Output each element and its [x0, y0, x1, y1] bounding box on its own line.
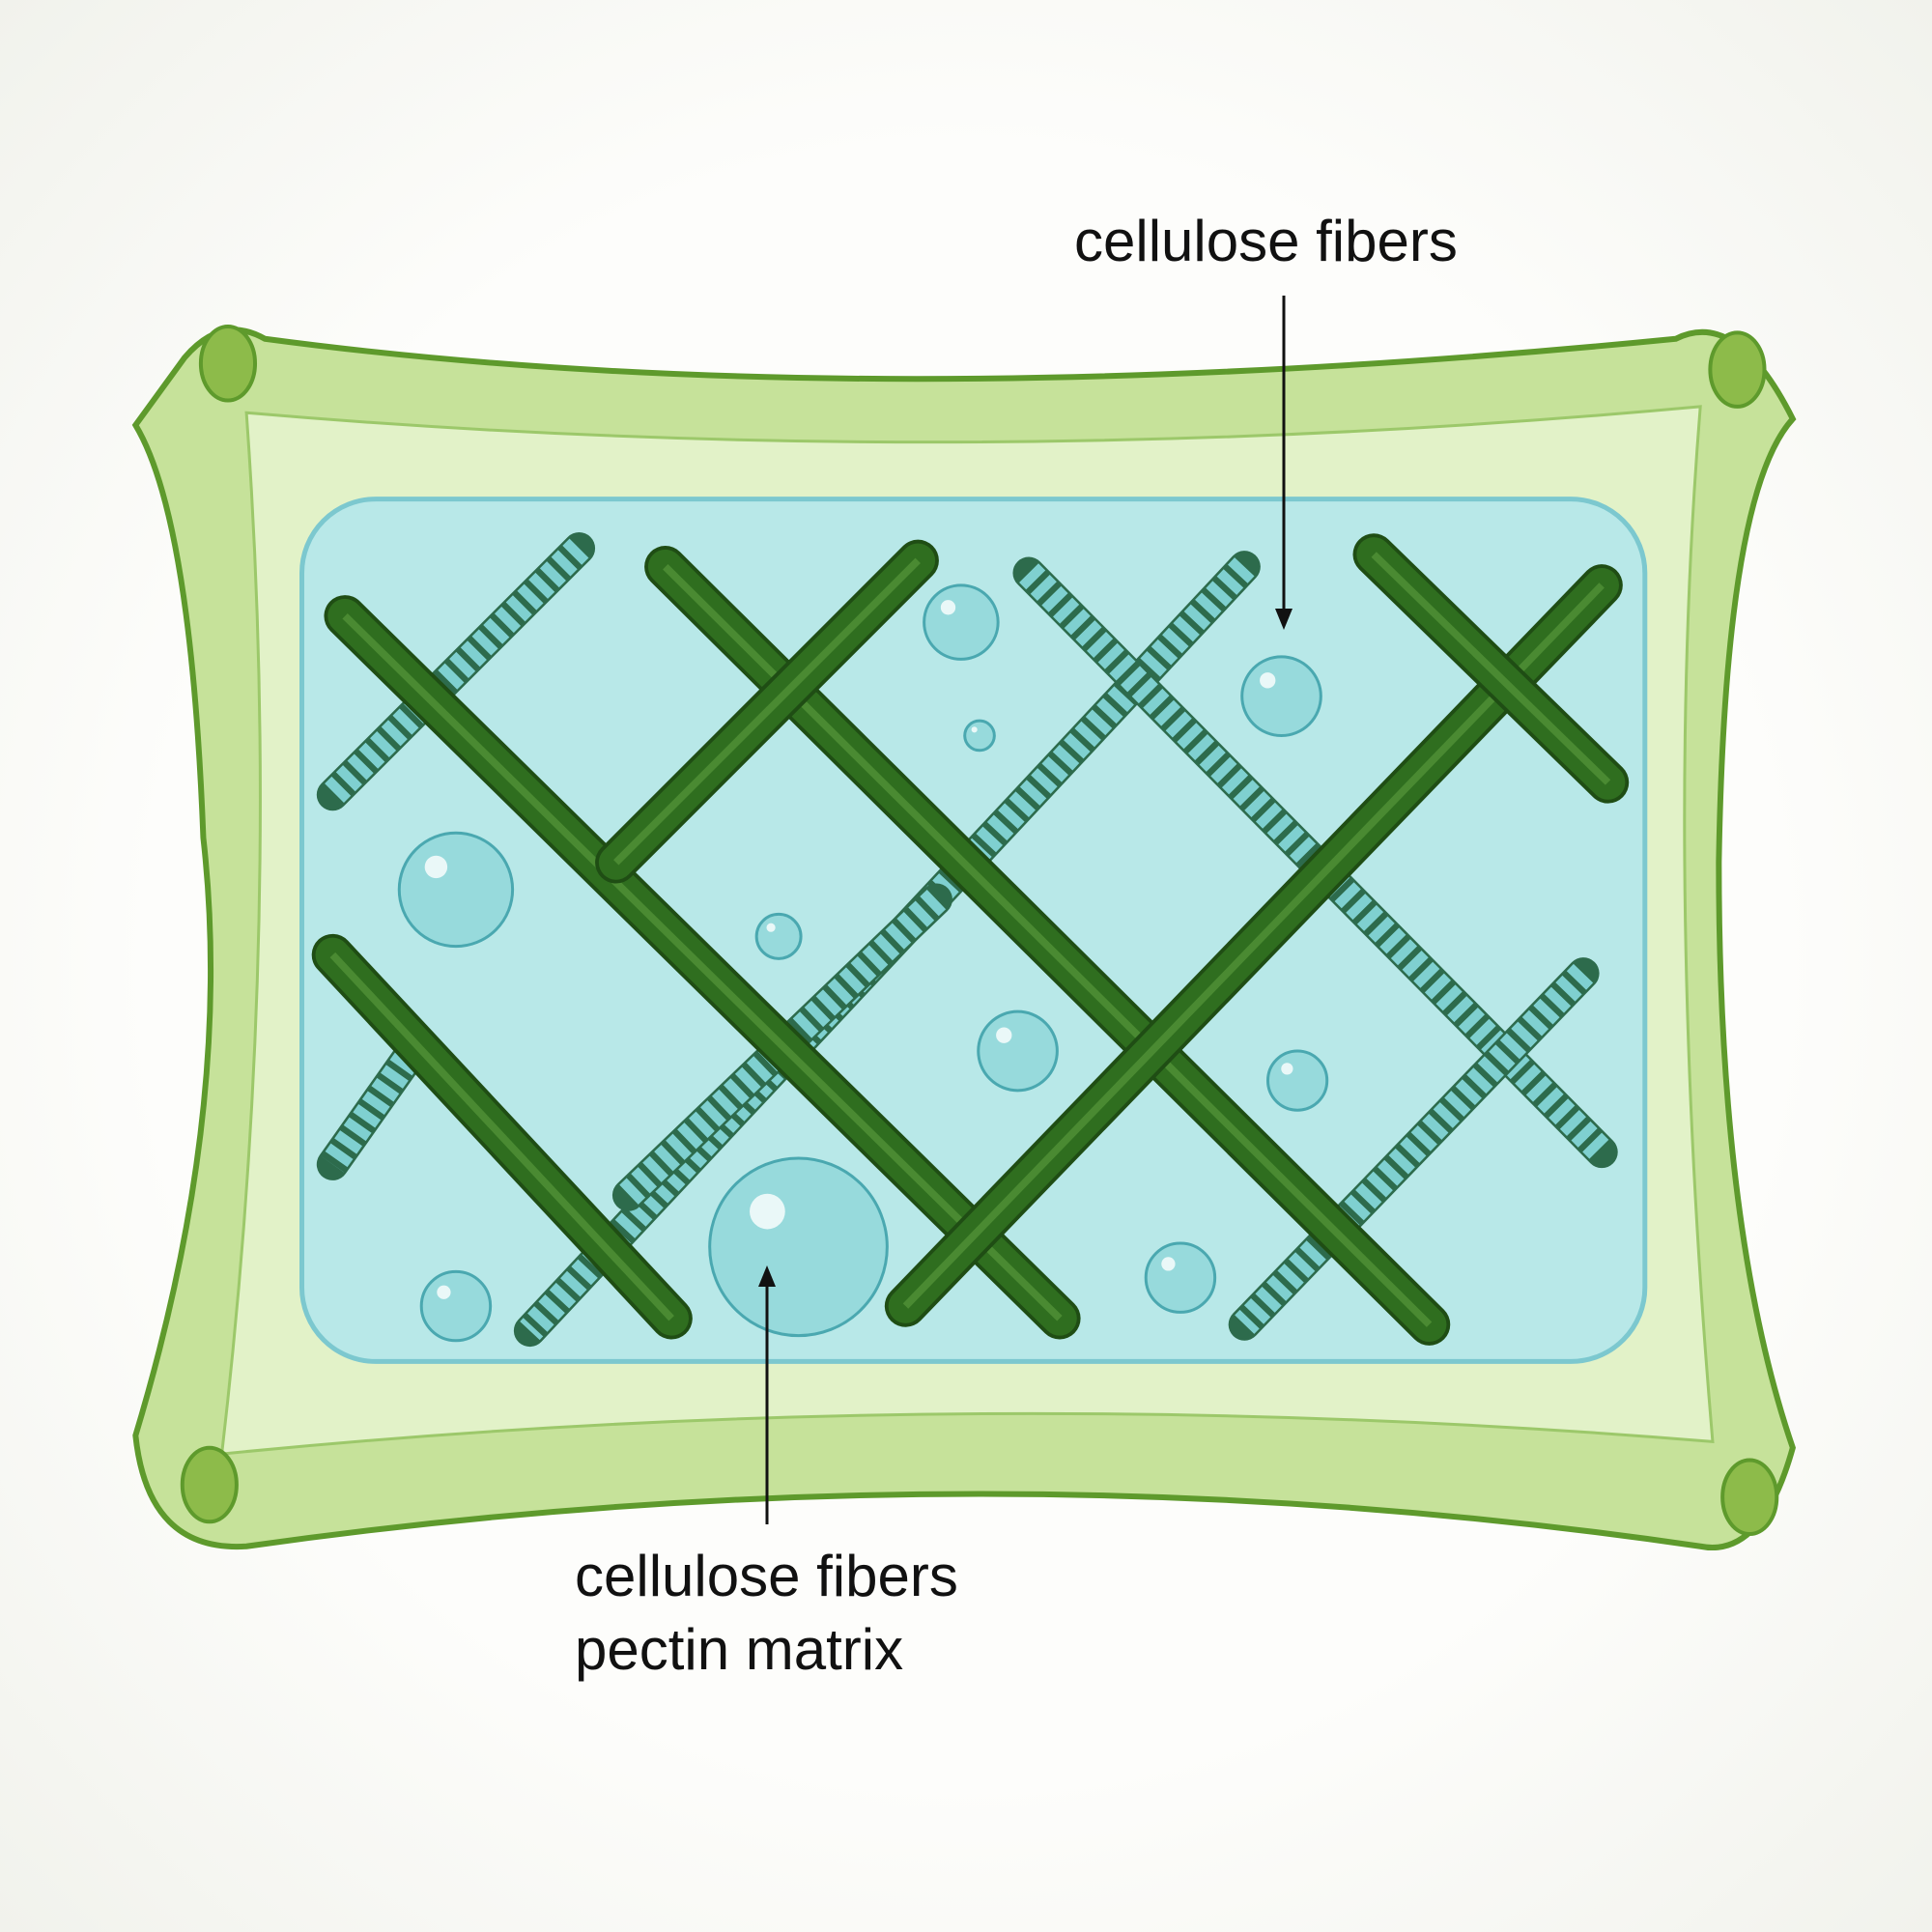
bubble: [419, 1269, 493, 1343]
bubble: [1265, 1049, 1329, 1112]
cellulose-fiber-highlight: [902, 582, 1605, 1309]
cellulose-fiber-highlight: [1371, 552, 1611, 785]
bubble: [1144, 1241, 1217, 1314]
bubble-highlight: [996, 1027, 1012, 1043]
bubble: [708, 1156, 889, 1338]
cellulose-fibers: [311, 533, 1630, 1346]
bubble: [963, 719, 996, 753]
bubble-highlight: [971, 726, 978, 733]
label-bottom-cellulose-fibers: cellulose fibers: [575, 1544, 958, 1608]
pectin-coil: [321, 1051, 418, 1173]
cellulose-fiber-highlight: [329, 952, 674, 1321]
label-pectin-matrix: pectin matrix: [575, 1617, 904, 1682]
bubble: [977, 1009, 1059, 1093]
arrow-top-head: [1275, 609, 1293, 630]
bubble-highlight: [1281, 1063, 1293, 1075]
wall-pore: [1720, 1458, 1779, 1536]
cellulose-fiber-highlight: [342, 613, 1063, 1321]
wall-pore: [198, 325, 258, 403]
bubbles: [397, 583, 1329, 1343]
bubble-highlight: [750, 1193, 785, 1230]
pectin-coil: [520, 557, 1255, 1341]
bubble-highlight: [1161, 1257, 1176, 1271]
arrow-bottom-head: [758, 1265, 776, 1287]
bubble: [1240, 655, 1322, 737]
wall-pore: [1708, 330, 1767, 409]
label-top-cellulose-fibers: cellulose fibers: [1074, 209, 1458, 273]
bubble-highlight: [1260, 672, 1276, 689]
pectin-coil: [323, 538, 589, 805]
bubble: [397, 831, 515, 949]
bubble-highlight: [766, 923, 776, 932]
cellulose-fiber-highlight: [613, 557, 921, 866]
pectin-coil: [1235, 963, 1594, 1334]
bubble-highlight: [424, 855, 448, 879]
bubble-highlight: [437, 1285, 451, 1299]
label-arrows: [758, 296, 1293, 1524]
bubble: [923, 583, 1000, 661]
bubble: [754, 912, 803, 960]
bubble-highlight: [940, 600, 956, 615]
wall-pore: [180, 1445, 239, 1524]
